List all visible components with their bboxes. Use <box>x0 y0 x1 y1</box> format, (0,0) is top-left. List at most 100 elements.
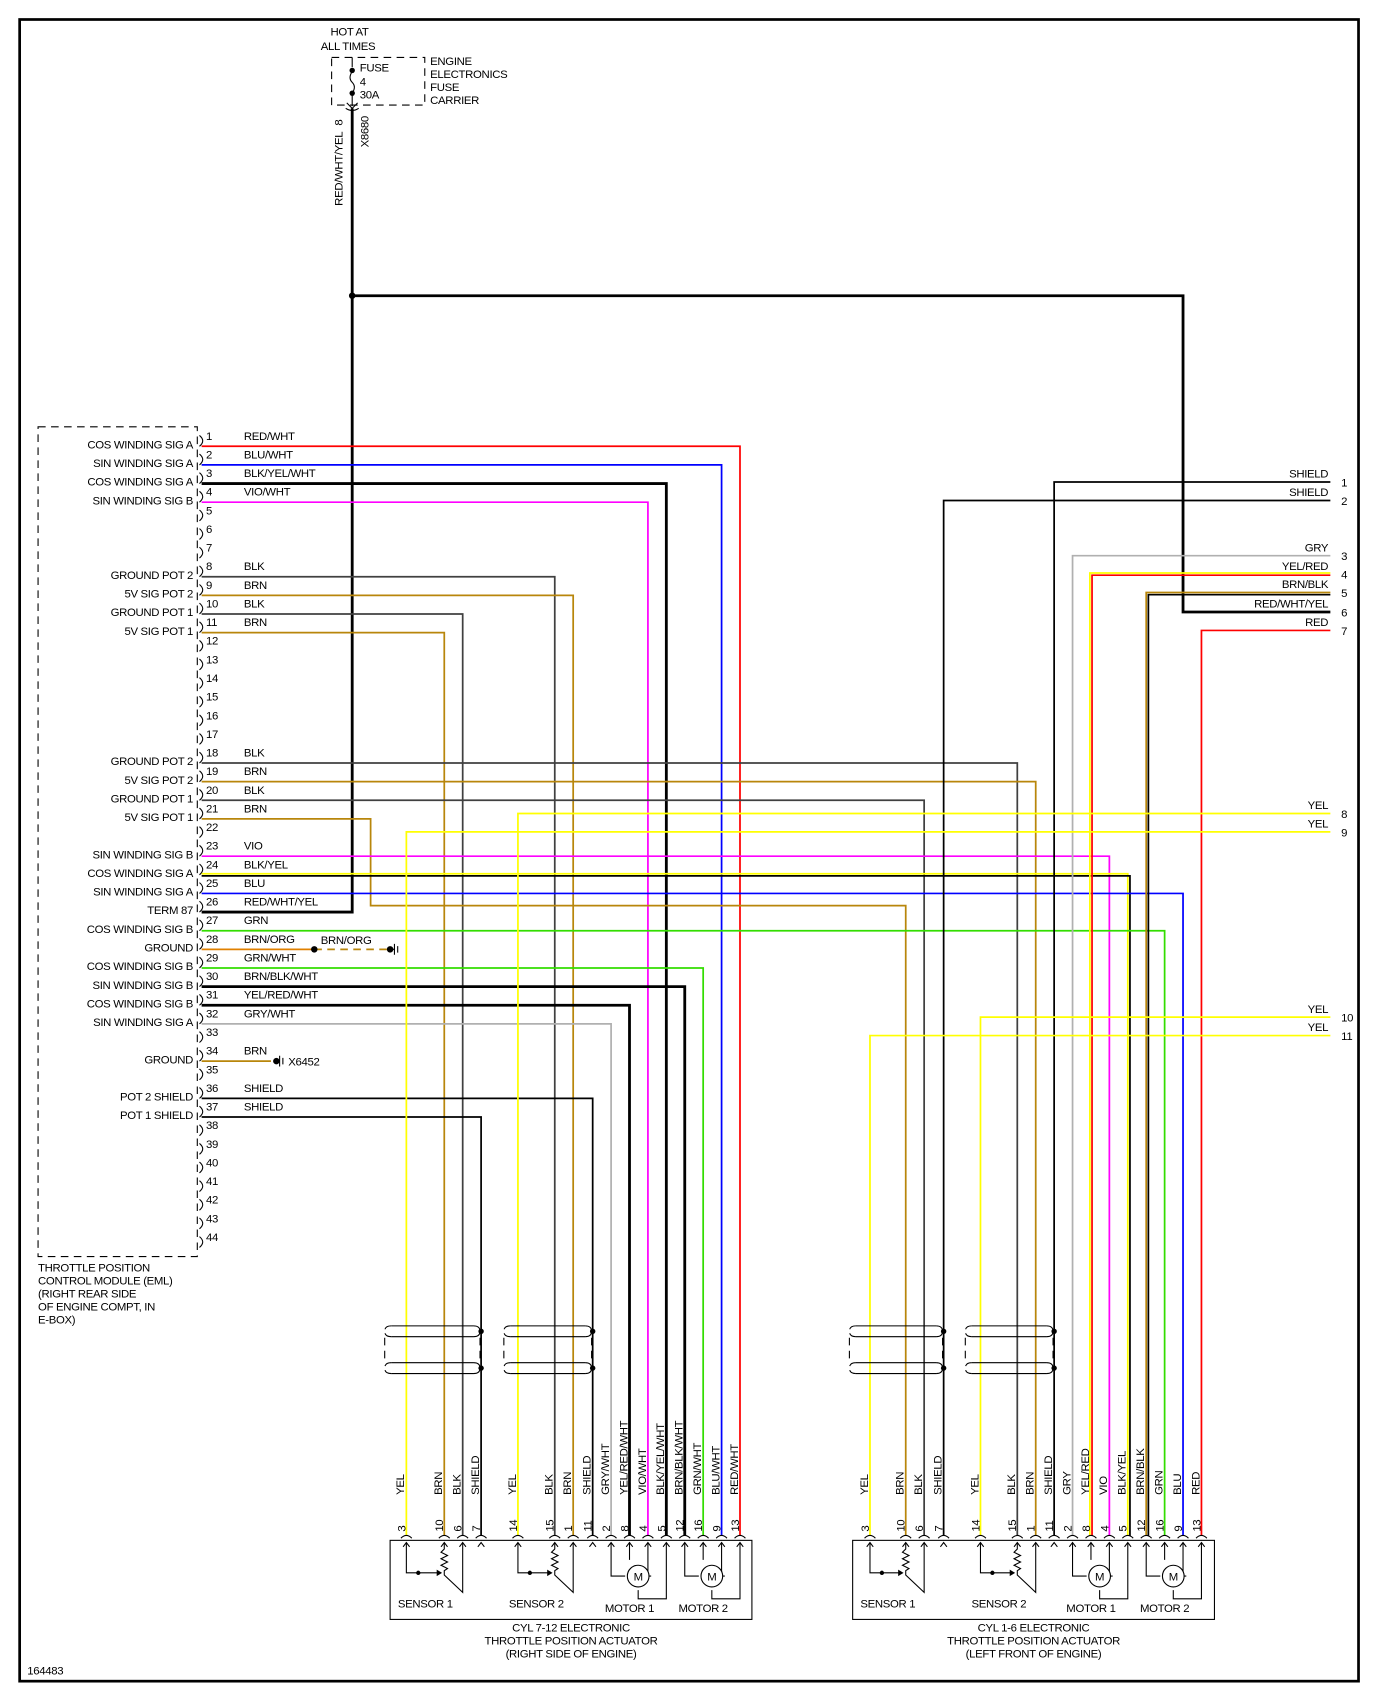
pin-number: 22 <box>206 822 218 834</box>
module-pin-42: 42 <box>199 1195 218 1211</box>
pin-wire-label: GRN/WHT <box>244 952 296 964</box>
pin-number: 14 <box>508 1520 520 1532</box>
wire-label: BRN/BLK <box>1135 1448 1147 1495</box>
pin-socket-icon <box>199 1105 204 1118</box>
pin-wire-label: BRN <box>244 1046 267 1058</box>
pin-socket-icon <box>199 919 204 932</box>
pin-socket-icon <box>605 1534 617 1539</box>
pin-wire-label: BLK/YEL/WHT <box>244 468 316 480</box>
carrier-label-1: ENGINE <box>430 56 472 68</box>
pin-socket-icon <box>1048 1534 1060 1539</box>
pin-socket-icon <box>199 509 204 522</box>
pin-number: 9 <box>1341 827 1347 839</box>
wire-label: YEL <box>969 1474 981 1495</box>
wire-rc1 <box>1053 481 1331 1537</box>
throttle-actuator-2: 3YEL10BRN6BLK7SHIELD14YEL15BLK1BRN11SHIE… <box>852 1448 1215 1660</box>
throttle-actuator-1: 3YEL10BRN6BLK7SHIELD14YEL15BLK1BRN11SHIE… <box>389 1420 753 1660</box>
pin-number: 17 <box>206 729 218 741</box>
sensor-label: SENSOR 2 <box>971 1599 1026 1611</box>
wire-pin18 <box>201 762 1019 1537</box>
pin-socket-icon <box>199 1049 204 1062</box>
pin-wire-label: YEL/RED/WHT <box>244 990 318 1002</box>
pin-socket-icon <box>199 565 204 578</box>
pin-number: 6 <box>914 1526 926 1532</box>
wire-pin32 <box>201 1022 612 1537</box>
module-pin-16: 16 <box>199 710 218 727</box>
wire-pin29 <box>201 967 705 1537</box>
wire-label: BLK/YEL/WHT <box>655 1423 667 1495</box>
pin-number: 15 <box>1007 1520 1019 1532</box>
wire-pin21 <box>201 818 907 1537</box>
pin-number: 8 <box>1081 1526 1093 1532</box>
pin-wire-label: BRN/ORG <box>244 934 295 946</box>
pin-function: 5V SIG POT 1 <box>124 626 193 638</box>
actuator-box <box>389 1539 753 1620</box>
wire-label: RED <box>1190 1472 1202 1495</box>
wire-pin4 <box>201 501 649 1537</box>
pin-socket-icon <box>1011 1534 1024 1539</box>
pin-number: 13 <box>1191 1520 1203 1532</box>
pin-socket-icon <box>199 844 204 857</box>
module-pin-17: 17 <box>199 729 218 745</box>
motor-glyph: M <box>707 1571 716 1583</box>
pin-number: 6 <box>453 1526 465 1532</box>
pin-number: 20 <box>206 785 218 797</box>
pin-socket-icon <box>1177 1534 1189 1539</box>
wire-label: BRN <box>1025 1472 1037 1495</box>
fuse-label: FUSE <box>360 62 390 74</box>
shield-icon <box>503 1325 596 1338</box>
pin34-ground-id: X6452 <box>288 1056 319 1068</box>
sensor-label: SENSOR 2 <box>509 1599 564 1611</box>
pin-number: 40 <box>206 1157 218 1169</box>
pin-function: COS WINDING SIG B <box>87 998 193 1010</box>
pin-socket-icon <box>199 751 204 764</box>
sensor-label: SENSOR 1 <box>398 1599 453 1611</box>
pin-socket-icon <box>199 490 204 503</box>
pin-wire-label: VIO <box>244 841 263 853</box>
pin-number: 16 <box>206 710 218 722</box>
wire-label: YEL <box>1308 1004 1329 1016</box>
pin-socket-icon <box>199 1143 204 1155</box>
pin-socket-icon <box>199 677 204 689</box>
wire-label: YEL/RED <box>1282 561 1328 573</box>
pin-number: 11 <box>1044 1521 1056 1532</box>
wire-rc9 <box>405 831 1331 1537</box>
pin-socket-icon <box>199 1124 204 1137</box>
pin-socket-icon <box>199 770 204 783</box>
pin-socket-icon <box>199 695 204 708</box>
pin-socket-icon <box>199 1012 204 1025</box>
fuse-number: 4 <box>360 77 366 89</box>
pin-socket-icon <box>715 1534 728 1539</box>
pin-function: SIN WINDING SIG A <box>93 458 194 470</box>
wire-label: SHIELD <box>582 1456 594 1495</box>
pin-socket-icon <box>1085 1534 1097 1539</box>
pin-number: 4 <box>638 1526 650 1532</box>
hot-at-label: HOT AT <box>331 27 369 39</box>
pin-socket-icon <box>199 826 204 838</box>
pin-wire-label: SHIELD <box>244 1102 283 1114</box>
fuse-icon <box>349 71 355 94</box>
wire-rc4 <box>1091 574 1331 1537</box>
wire-label: BRN <box>562 1472 574 1495</box>
splice-dot <box>311 946 318 953</box>
power-pin: 8 <box>333 120 345 126</box>
wire-label: GRN <box>1153 1470 1165 1494</box>
pin-socket-icon <box>1195 1534 1208 1539</box>
pin-number: 7 <box>934 1526 946 1532</box>
actuator-title-2: THROTTLE POSITION ACTUATOR <box>485 1635 658 1647</box>
shield-icon <box>848 1325 947 1338</box>
pin-socket-icon <box>199 938 204 950</box>
pin-number: 7 <box>1341 626 1347 638</box>
pin-wire-label: BLK <box>244 785 265 797</box>
wire-label: YEL <box>395 1474 407 1495</box>
pin-number: 19 <box>206 766 218 778</box>
pin-socket-icon <box>199 1161 204 1174</box>
